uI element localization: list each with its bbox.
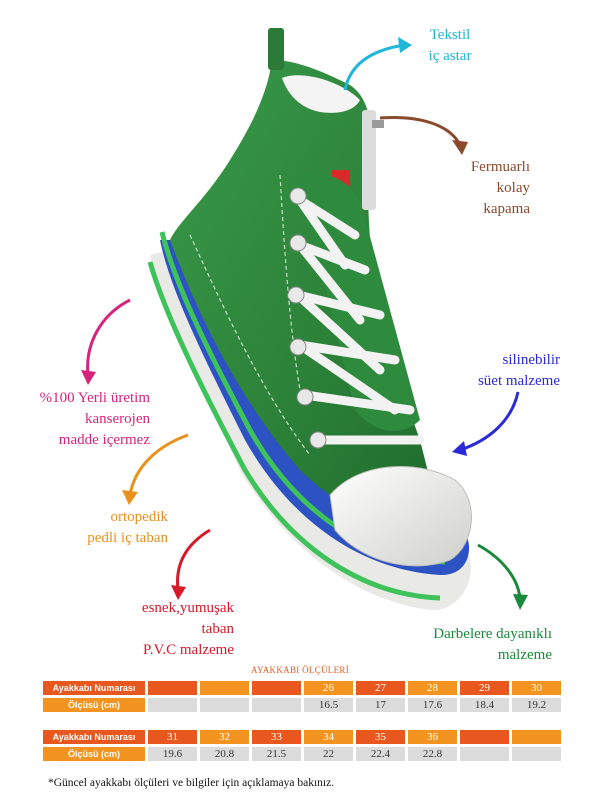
size-number-cell: 28 (408, 681, 457, 695)
size-cm-cell: 19.2 (512, 698, 561, 712)
size-number-cell: 36 (408, 730, 457, 744)
callout-sole: esnek,yumuşak taban P.V.C malzeme (110, 598, 234, 661)
size-cm-cell: 17 (356, 698, 405, 712)
size-number-cell: 27 (356, 681, 405, 695)
size-number-label: Ayakkabı Numarası (43, 681, 145, 695)
size-number-cell: 35 (356, 730, 405, 744)
callout-sole-line3: P.V.C malzeme (143, 642, 234, 658)
callout-suede-line1: silinebilir (502, 352, 561, 368)
footnote: *Güncel ayakkabı ölçüleri ve bilgiler iç… (48, 777, 335, 789)
size-cm-cell: 22.4 (356, 747, 405, 761)
size-cm-cell: 16.5 (304, 698, 353, 712)
size-number-cell: 29 (460, 681, 509, 695)
callout-zipper-line2: kolay (496, 180, 530, 196)
size-cm-cell: 21.5 (252, 747, 301, 761)
size-number-cell: 34 (304, 730, 353, 744)
callout-origin-line3: madde içermez (58, 432, 150, 448)
size-cm-cell: 18.4 (460, 698, 509, 712)
size-number-cell: 30 (512, 681, 561, 695)
size-table-block2: Ayakkabı Numarası 31 32 33 34 35 36 Ölçü… (40, 727, 564, 764)
callout-suede-line2: süet malzeme (477, 373, 560, 389)
callout-insole-line1: ortopedik (110, 509, 169, 525)
size-cm-cell: 19.6 (148, 747, 197, 761)
size-cm-cell: 22.8 (408, 747, 457, 761)
size-number-cell (148, 681, 197, 695)
callout-durable-line1: Darbelere dayanıklı (433, 626, 552, 642)
size-cm-cell: 22 (304, 747, 353, 761)
size-number-label: Ayakkabı Numarası (43, 730, 145, 744)
size-table-block1: Ayakkabı Numarası 26 27 28 29 30 Ölçüsü … (40, 678, 564, 715)
size-number-cell (512, 730, 561, 744)
size-cm-row: Ölçüsü (cm) 16.5 17 17.6 18.4 19.2 (43, 698, 561, 712)
size-number-cell: 32 (200, 730, 249, 744)
size-number-cell: 33 (252, 730, 301, 744)
size-cm-row: Ölçüsü (cm) 19.6 20.8 21.5 22 22.4 22.8 (43, 747, 561, 761)
callout-lining-line1: Tekstil (429, 27, 471, 43)
callout-origin-line1: %100 Yerli üretim (39, 390, 150, 406)
size-number-cell: 26 (304, 681, 353, 695)
size-cm-label: Ölçüsü (cm) (43, 698, 145, 712)
callout-arrows (81, 37, 528, 610)
size-cm-cell: 17.6 (408, 698, 457, 712)
callout-durable-line2: malzeme (497, 647, 552, 663)
size-cm-cell: 20.8 (200, 747, 249, 761)
size-cm-cell (200, 698, 249, 712)
callout-sole-line2: taban (201, 621, 234, 637)
callout-lining-line2: iç astar (428, 48, 472, 64)
size-number-row: Ayakkabı Numarası 31 32 33 34 35 36 (43, 730, 561, 744)
size-cm-cell (252, 698, 301, 712)
size-number-cell (200, 681, 249, 695)
size-number-cell: 31 (148, 730, 197, 744)
callout-zipper: Fermuarlı kolay kapama (430, 157, 530, 220)
size-cm-label: Ölçüsü (cm) (43, 747, 145, 761)
size-number-row: Ayakkabı Numarası 26 27 28 29 30 (43, 681, 561, 695)
size-cm-cell (148, 698, 197, 712)
size-number-cell (460, 730, 509, 744)
callout-lining: Tekstil iç astar (405, 25, 495, 67)
callout-origin: %100 Yerli üretim kanserojen madde içerm… (20, 388, 150, 451)
size-cm-cell (512, 747, 561, 761)
callout-insole-line2: pedli iç taban (87, 530, 168, 546)
size-cm-cell (460, 747, 509, 761)
callout-insole: ortopedik pedli iç taban (55, 507, 168, 549)
size-number-cell (252, 681, 301, 695)
callout-origin-line2: kanserojen (85, 411, 150, 427)
callout-zipper-line3: kapama (483, 201, 530, 217)
callout-suede: silinebilir süet malzeme (440, 350, 560, 392)
callout-zipper-line1: Fermuarlı (470, 159, 530, 175)
size-table-title: AYAKKABI ÖLÇÜLERİ (250, 665, 350, 675)
callout-sole-line1: esnek,yumuşak (141, 600, 234, 616)
callout-durable: Darbelere dayanıklı malzeme (410, 624, 552, 666)
sneaker-illustration (147, 28, 472, 611)
